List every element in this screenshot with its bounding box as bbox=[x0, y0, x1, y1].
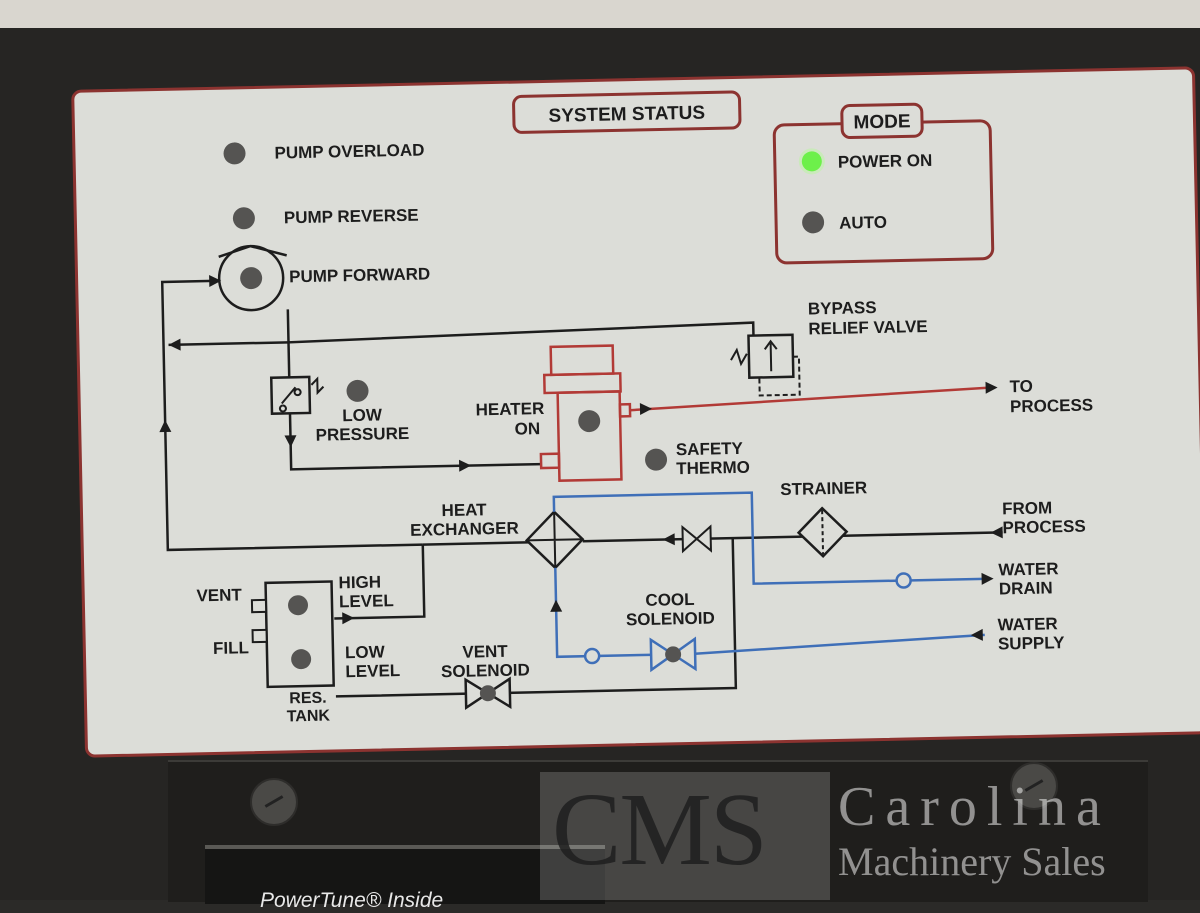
heater-on-lamp bbox=[578, 410, 601, 433]
heater-on-label-2: ON bbox=[514, 419, 540, 439]
low-pressure-label-1: LOW bbox=[342, 405, 383, 425]
pump-overload-label: PUMP OVERLOAD bbox=[274, 140, 424, 162]
panel-screw-right bbox=[1010, 762, 1058, 810]
high-level-label-2: LEVEL bbox=[339, 591, 394, 611]
bypass-label-2: RELIEF VALVE bbox=[808, 317, 928, 338]
pressure-switch-spring bbox=[310, 376, 325, 396]
water-supply-label-2: SUPPLY bbox=[998, 633, 1066, 653]
system-status-title: SYSTEM STATUS bbox=[548, 103, 705, 127]
up-arrow bbox=[159, 419, 172, 433]
strainer-screen bbox=[821, 510, 825, 555]
vent-solenoid-right bbox=[485, 676, 512, 710]
mode-title-box bbox=[840, 102, 924, 140]
bypass-pilot-line bbox=[758, 355, 801, 397]
pump-forward-lamp bbox=[240, 267, 263, 290]
power-on-label: POWER ON bbox=[838, 151, 933, 172]
panel-screw-left bbox=[250, 778, 298, 826]
bypass-valve-arrow bbox=[763, 339, 778, 372]
cool-up-arrow bbox=[550, 599, 563, 612]
pump-discharge bbox=[218, 244, 287, 258]
pressure-switch bbox=[269, 375, 312, 415]
drain-fitting bbox=[895, 572, 912, 589]
cool-solenoid-label-2: SOLENOID bbox=[626, 608, 715, 629]
supply-fitting bbox=[583, 647, 601, 665]
to-process-label-1: TO bbox=[1009, 377, 1033, 396]
pump-reverse-lamp bbox=[232, 207, 255, 230]
vent-solenoid-label-2: SOLENOID bbox=[441, 660, 530, 681]
vent-solenoid-label-1: VENT bbox=[462, 642, 508, 662]
low-level-label-2: LEVEL bbox=[345, 661, 400, 681]
mode-title: MODE bbox=[853, 111, 910, 133]
water-drain-arrow bbox=[981, 572, 994, 585]
to-process-label-2: PROCESS bbox=[1010, 396, 1094, 417]
check-valve-left bbox=[681, 524, 699, 554]
water-drain-label-1: WATER bbox=[998, 559, 1059, 579]
powertune-label: PowerTune® Inside bbox=[260, 889, 444, 912]
vent-port bbox=[250, 598, 268, 614]
low-pressure-lamp bbox=[346, 379, 369, 402]
res-tank-label-1: RES. bbox=[289, 690, 327, 708]
exchanger-arrow bbox=[662, 533, 675, 546]
low-level-lamp bbox=[291, 649, 312, 670]
safety-thermo-label-1: SAFETY bbox=[676, 439, 744, 459]
high-level-lamp bbox=[288, 595, 309, 616]
heat-exchanger-label-2: EXCHANGER bbox=[410, 519, 519, 540]
water-supply-arrow bbox=[970, 628, 983, 641]
pump-reverse-label: PUMP REVERSE bbox=[284, 206, 419, 228]
power-on-lamp bbox=[801, 151, 822, 172]
system-status-title-box bbox=[512, 90, 742, 134]
safety-thermo-label-2: THERMO bbox=[676, 458, 750, 479]
water-drain-label-2: DRAIN bbox=[999, 578, 1053, 598]
cool-solenoid-label-1: COOL bbox=[645, 590, 694, 610]
res-tank-label-2: TANK bbox=[287, 708, 331, 726]
heat-exchanger-label-1: HEAT bbox=[441, 500, 487, 520]
heat-exchanger-cross bbox=[526, 511, 583, 568]
high-level-arrow bbox=[342, 612, 355, 625]
vent-label: VENT bbox=[196, 585, 242, 605]
cool-solenoid-left bbox=[649, 637, 676, 673]
pressure-switch-contact bbox=[278, 386, 302, 413]
safety-thermo-lamp bbox=[645, 448, 668, 471]
water-piping bbox=[552, 491, 985, 659]
cool-solenoid-lamp bbox=[665, 646, 682, 663]
watermark-subtitle: Machinery Sales bbox=[838, 839, 1106, 884]
heater-inlet-arrow bbox=[459, 459, 472, 472]
auto-lamp bbox=[802, 211, 825, 234]
watermark-carolina: Carolina bbox=[838, 776, 1111, 838]
bypass-label-1: BYPASS bbox=[808, 298, 877, 318]
to-process-line bbox=[629, 386, 988, 412]
return-arrow bbox=[168, 338, 181, 351]
strainer-label: STRAINER bbox=[780, 478, 867, 499]
water-supply-label-1: WATER bbox=[997, 614, 1058, 634]
fill-label: FILL bbox=[213, 638, 249, 658]
from-process-arrow bbox=[990, 526, 1003, 539]
heater-on-label-1: HEATER bbox=[475, 399, 544, 419]
to-process-arrow bbox=[985, 381, 998, 394]
pressure-down-arrow bbox=[284, 435, 297, 448]
high-level-label-1: HIGH bbox=[338, 572, 381, 592]
low-pressure-label-2: PRESSURE bbox=[315, 424, 409, 445]
check-valve-right bbox=[695, 524, 713, 553]
pump-forward-label: PUMP FORWARD bbox=[289, 264, 430, 286]
from-process-label-2: PROCESS bbox=[1002, 517, 1086, 538]
fill-port bbox=[251, 628, 268, 644]
pump-overload-lamp bbox=[223, 142, 246, 165]
low-level-label-1: LOW bbox=[345, 642, 386, 662]
watermark-cms: CMS bbox=[552, 772, 768, 887]
heater-outlet-arrow bbox=[639, 403, 652, 415]
heater-symbol bbox=[539, 344, 632, 482]
mode-box bbox=[772, 119, 995, 265]
auto-label: AUTO bbox=[839, 213, 887, 233]
watermark-box bbox=[540, 772, 830, 900]
vent-solenoid-left bbox=[464, 677, 491, 711]
cool-solenoid-right bbox=[670, 636, 697, 672]
from-process-label-1: FROM bbox=[1002, 498, 1052, 518]
bypass-valve-spring bbox=[730, 347, 748, 367]
vent-solenoid-lamp bbox=[479, 685, 496, 702]
pump-inlet-arrow bbox=[209, 274, 222, 287]
